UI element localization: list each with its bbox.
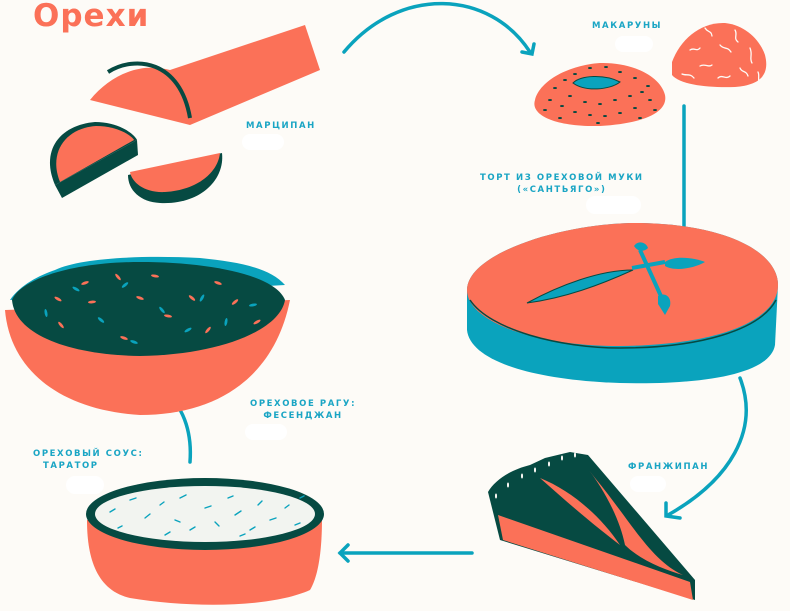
frangipane-illustration <box>488 452 695 600</box>
arrow-cake-to-frangipane <box>664 376 748 520</box>
label-placeholder <box>586 196 641 214</box>
label-text-line1: ТОРТ ИЗ ОРЕХОВОЙ МУКИ <box>480 173 644 183</box>
santiago-cake-illustration <box>467 222 778 384</box>
label-tarator: ОРЕХОВЫЙ СОУС: ТАРАТОР <box>33 448 143 472</box>
page-title: Орехи <box>33 0 150 34</box>
label-placeholder <box>242 134 284 150</box>
label-macarons: МАКАРУНЫ <box>592 20 662 32</box>
label-text-line1: ОРЕХОВЫЙ СОУС: <box>33 449 144 459</box>
label-frangipane: ФРАНЖИПАН <box>628 461 709 473</box>
arrow-macarons-to-cake <box>675 104 693 243</box>
label-fesenjan: ОРЕХОВОЕ РАГУ: ФЕСЕНДЖАН <box>250 398 356 422</box>
label-text-line2: ФЕСЕНДЖАН <box>263 411 343 421</box>
label-marzipan: МАРЦИПАН <box>246 120 316 132</box>
label-text-line1: ОРЕХОВОЕ РАГУ: <box>250 399 357 409</box>
label-text: МАРЦИПАН <box>246 121 316 131</box>
label-placeholder <box>245 424 287 440</box>
label-placeholder <box>66 476 104 494</box>
marzipan-illustration <box>49 25 320 204</box>
tarator-illustration <box>86 478 324 605</box>
fesenjan-illustration <box>5 256 290 415</box>
label-placeholder <box>615 36 653 52</box>
arrow-marzipan-to-macarons <box>342 1 536 57</box>
label-text-line2: («САНТЬЯГО») <box>517 185 607 195</box>
label-text-line2: ТАРАТОР <box>43 461 99 471</box>
arrow-frangipane-to-tarator <box>337 543 474 563</box>
label-santiago-cake: ТОРТ ИЗ ОРЕХОВОЙ МУКИ («САНТЬЯГО») <box>480 172 644 196</box>
macarons-illustration <box>534 22 767 127</box>
label-text: ФРАНЖИПАН <box>628 462 710 472</box>
label-placeholder <box>630 476 666 492</box>
label-text: МАКАРУНЫ <box>592 21 663 31</box>
